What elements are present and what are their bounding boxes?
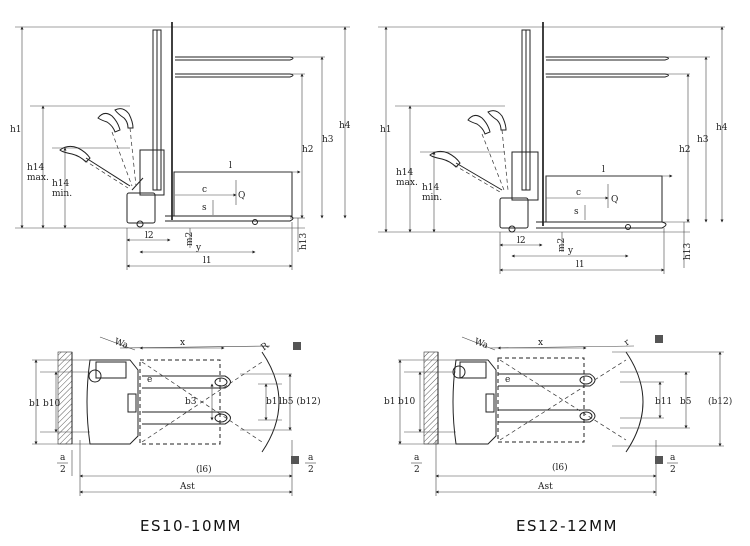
label-l2: l2	[145, 231, 154, 241]
label-l6: (l6)	[196, 464, 212, 475]
caption-model-1: ES10-10MM	[140, 517, 242, 535]
caption-model-2: ES12-12MM	[516, 517, 618, 535]
label-b12-2: (b12)	[708, 396, 732, 407]
label-h4-2: h4	[716, 123, 728, 133]
label-a-right-num-2: a	[670, 453, 676, 463]
label-s-2: s	[574, 207, 579, 217]
label-b1-2: b1	[384, 397, 396, 407]
label-c-2: c	[576, 188, 581, 198]
label-h14-min-suffix-2: min.	[422, 193, 442, 203]
label-b10: b10	[43, 399, 60, 409]
top-view-model-1: Wa R x e b1 b10 b3 b11 b5 (b12) a 2 a 2 …	[29, 336, 321, 496]
top-view-model-2: Wa r x e b1 b10 b11 b5 (b12) a 2 a 2 (l6…	[384, 335, 732, 496]
label-h14-min-2: h14	[422, 183, 440, 193]
label-h1: h1	[10, 125, 22, 135]
label-y: y	[195, 243, 202, 253]
label-Wa-2: Wa	[473, 337, 490, 351]
label-h3-2: h3	[697, 135, 709, 145]
label-a-left-den: 2	[60, 465, 66, 475]
label-h14-min: h14	[52, 179, 70, 189]
label-b1: b1	[29, 399, 41, 409]
side-view-model-1: h1 h14 max. h14 min. l c Q s h2 h3 h4 h1…	[10, 22, 351, 270]
label-b3: b3	[185, 397, 197, 407]
label-h13-2: h13	[683, 242, 693, 260]
label-y-2: y	[567, 246, 574, 256]
label-h2: h2	[302, 145, 314, 155]
label-b5-2: b5	[680, 397, 692, 407]
label-a-right-num: a	[308, 453, 314, 463]
label-x: x	[180, 338, 185, 348]
label-l1-2: l1	[576, 260, 585, 270]
label-h14-max-suffix: max.	[27, 173, 49, 183]
side-view-model-2: h1 h14 max. h14 min. l c Q s h2 h3 h4 h1…	[378, 22, 728, 274]
label-e: e	[147, 375, 152, 385]
label-b5: b5 (b12)	[282, 396, 321, 407]
label-s: s	[202, 203, 207, 213]
label-h3: h3	[322, 135, 334, 145]
label-b10-2: b10	[398, 397, 415, 407]
label-h13: h13	[299, 232, 309, 250]
label-Wa: Wa	[113, 337, 130, 351]
label-h4: h4	[339, 121, 351, 131]
label-a-left-num: a	[60, 453, 66, 463]
label-a-left-den-2: 2	[414, 465, 420, 475]
label-Ast-2: Ast	[537, 482, 553, 492]
label-Q: Q	[238, 191, 245, 201]
label-a-right-den-2: 2	[670, 465, 676, 475]
label-R-2: r	[622, 337, 632, 348]
label-Q-2: Q	[611, 195, 618, 205]
label-h1-2: h1	[380, 125, 392, 135]
label-l2-2: l2	[517, 236, 526, 246]
label-h2-2: h2	[679, 145, 691, 155]
label-Ast: Ast	[179, 482, 195, 492]
label-l-2: l	[602, 165, 605, 175]
label-h14-max: h14	[27, 163, 45, 173]
label-m2-2: m2	[557, 238, 567, 252]
label-l6-2: (l6)	[552, 462, 568, 473]
label-b11-2: b11	[655, 397, 672, 407]
label-c: c	[202, 185, 207, 195]
label-m2: m2	[185, 232, 195, 246]
label-a-left-num-2: a	[414, 453, 420, 463]
tiller-handle-positions	[59, 108, 137, 189]
label-x-2: x	[538, 338, 543, 348]
label-e-2: e	[505, 375, 510, 385]
label-b11: b11	[266, 397, 283, 407]
label-R: R	[259, 341, 270, 353]
label-h14-min-suffix: min.	[52, 189, 72, 199]
label-h14-max-2: h14	[396, 168, 414, 178]
label-a-right-den: 2	[308, 465, 314, 475]
tiller-handle-positions-2	[429, 110, 509, 193]
label-h14-max-suffix-2: max.	[396, 178, 418, 188]
label-l: l	[229, 161, 232, 171]
label-l1: l1	[203, 256, 212, 266]
